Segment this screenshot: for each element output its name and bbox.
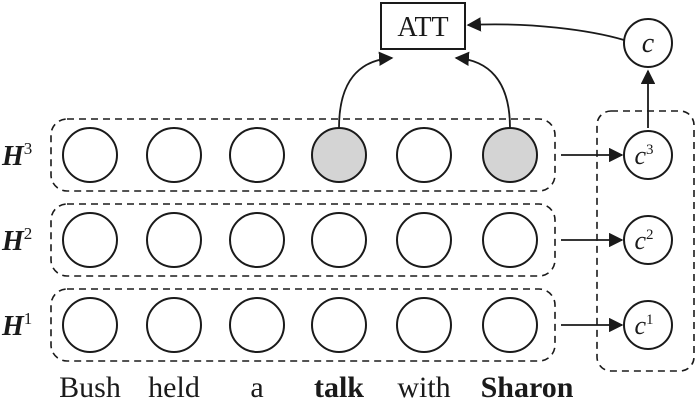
- att-module: ATT: [380, 2, 466, 50]
- hidden-state-node-highlighted: [311, 127, 367, 183]
- hidden-state-node: [396, 212, 452, 268]
- att-label: ATT: [397, 12, 448, 43]
- arrow-sharon-to-att: [454, 51, 511, 129]
- context-node-label: c2: [634, 226, 653, 255]
- hidden-state-node: [396, 127, 452, 183]
- layer-label: H1: [1, 309, 32, 342]
- context-node: [623, 300, 673, 350]
- hidden-state-node: [396, 297, 452, 353]
- hidden-state-node-highlighted: [482, 127, 538, 183]
- arrow-talk-to-att: [338, 51, 394, 129]
- hidden-state-node: [146, 297, 202, 353]
- word-2: a: [250, 371, 263, 403]
- layer-box: [50, 288, 556, 362]
- word-0: Bush: [59, 371, 121, 403]
- hidden-state-node: [311, 297, 367, 353]
- hidden-state-node: [146, 212, 202, 268]
- hidden-state-node: [482, 297, 538, 353]
- layer-3: H3 c3: [1, 118, 673, 192]
- word-5: Sharon: [481, 371, 574, 403]
- output-context-symbol: c: [642, 28, 655, 59]
- hidden-state-node: [62, 212, 118, 268]
- sentence: Bush held a talk with Sharon: [59, 371, 574, 403]
- output-context-node: c: [623, 18, 673, 68]
- hidden-state-node: [229, 212, 285, 268]
- hidden-state-node: [229, 127, 285, 183]
- arrow-c-to-att: [466, 17, 625, 41]
- context-node: [623, 130, 673, 180]
- context-node-label: c1: [634, 311, 653, 340]
- word-1: held: [148, 371, 200, 403]
- hidden-state-node: [482, 212, 538, 268]
- layer-2: H2 c2: [1, 203, 673, 277]
- hidden-state-node: [229, 297, 285, 353]
- context-node-label: c3: [634, 141, 653, 170]
- layer-label: H2: [1, 224, 32, 257]
- context-column-box: [596, 110, 695, 372]
- hidden-state-node: [146, 127, 202, 183]
- context-node: [623, 215, 673, 265]
- layer-label: H3: [1, 139, 32, 172]
- hidden-state-node: [311, 212, 367, 268]
- word-4: with: [397, 371, 450, 403]
- hidden-state-node: [62, 127, 118, 183]
- layer-1: H1 c1: [1, 288, 673, 362]
- layer-box: [50, 118, 556, 192]
- hidden-state-node: [62, 297, 118, 353]
- word-3: talk: [314, 371, 364, 403]
- layer-box: [50, 203, 556, 277]
